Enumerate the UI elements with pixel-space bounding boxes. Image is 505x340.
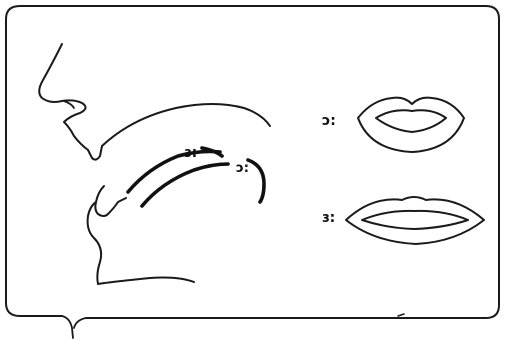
tongue-arch-o: [142, 164, 228, 206]
tongue-label-er: ɜ:: [184, 145, 197, 161]
spread-lips-drawing: [346, 197, 484, 244]
figure-frame-left: [6, 6, 62, 316]
lips-label-o: ɔ:: [322, 113, 336, 129]
tongue-arch-er: [128, 152, 220, 193]
upper-lip-edge: [88, 146, 102, 160]
figure-frame: [20, 6, 499, 318]
frame-mark: [398, 314, 404, 316]
nostril: [64, 101, 74, 108]
tongue-label-o: ɔ:: [236, 161, 249, 176]
lips-label-er: ɜ:: [322, 210, 335, 226]
lower-jaw-profile: [95, 186, 126, 216]
chin-and-neck: [88, 202, 194, 284]
face-profile-upper: [39, 44, 88, 150]
rounded-lips-drawing: [358, 98, 464, 152]
callout-tail: [62, 316, 86, 338]
tongue-arch-back: [248, 160, 264, 202]
palate-curve: [102, 104, 270, 146]
